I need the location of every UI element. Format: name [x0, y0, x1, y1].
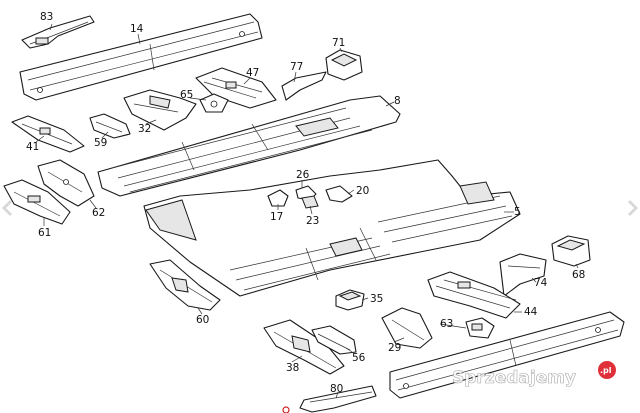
- part-77: [281, 71, 327, 101]
- part-68: [551, 235, 591, 267]
- callout-label: 74: [534, 277, 548, 289]
- part-35: [335, 289, 365, 311]
- part-44: [427, 271, 521, 319]
- callout-label: 60: [196, 314, 209, 326]
- callout-label: 77: [290, 61, 303, 73]
- watermark-brand: Sprzedajemy: [452, 368, 576, 388]
- part-62: [37, 159, 95, 207]
- callout-label: 29: [388, 342, 401, 354]
- watermark-suffix: .pl: [600, 366, 612, 375]
- callout-label: 14: [130, 23, 144, 35]
- part-59: [89, 113, 131, 139]
- part-60: [149, 259, 221, 311]
- callout-label: 65: [180, 89, 193, 101]
- callout-label: 38: [286, 362, 299, 374]
- part-61: [3, 179, 71, 225]
- chevron-right-icon: [628, 200, 638, 216]
- watermark-logo: Sprzedajemy .pl: [452, 361, 616, 388]
- callout-label: 35: [370, 293, 383, 305]
- callout-label: 17: [270, 211, 283, 223]
- watermark-dot-icon: [598, 361, 616, 379]
- callout-label: 8: [394, 95, 401, 107]
- part-80: [282, 385, 377, 413]
- part-center-floor: [143, 159, 521, 297]
- callout-label: 20: [356, 185, 369, 197]
- callout-label: 83: [40, 11, 53, 23]
- callout-label: 68: [572, 269, 585, 281]
- part-rocker-sill: [389, 311, 625, 399]
- callout-label: 71: [332, 37, 345, 49]
- callout-label: 26: [296, 169, 310, 181]
- part-83: [21, 15, 95, 49]
- callout-label: 61: [38, 227, 51, 239]
- prev-image-button[interactable]: [2, 200, 12, 216]
- callout-labels: 83 14 71 47 77 8 65 32 41 59 26 20 17 23…: [26, 11, 585, 395]
- callout-label: 62: [92, 207, 105, 219]
- callout-label: 63: [440, 318, 453, 330]
- callout-label: 32: [138, 123, 151, 135]
- callout-label: 59: [94, 137, 107, 149]
- part-63: [465, 317, 495, 339]
- part-41: [11, 115, 85, 153]
- next-image-button[interactable]: [628, 200, 638, 216]
- part-65: [199, 93, 229, 113]
- leader-lines: [35, 23, 579, 399]
- part-8: [97, 95, 401, 197]
- part-71: [325, 49, 363, 81]
- chevron-left-icon: [2, 200, 12, 216]
- callout-label: 80: [330, 383, 343, 395]
- callout-label: 44: [524, 306, 538, 318]
- callout-label: 47: [246, 67, 259, 79]
- callout-label: 41: [26, 141, 39, 153]
- part-56: [311, 325, 357, 355]
- part-74: [499, 253, 547, 297]
- callout-label: 5: [514, 206, 521, 218]
- part-32: [123, 89, 197, 131]
- part-14: [19, 13, 263, 101]
- part-26-group: [267, 185, 353, 209]
- callout-label: 56: [352, 352, 366, 364]
- callout-label: 23: [306, 215, 319, 227]
- part-38: [263, 319, 345, 375]
- part-29: [381, 307, 433, 349]
